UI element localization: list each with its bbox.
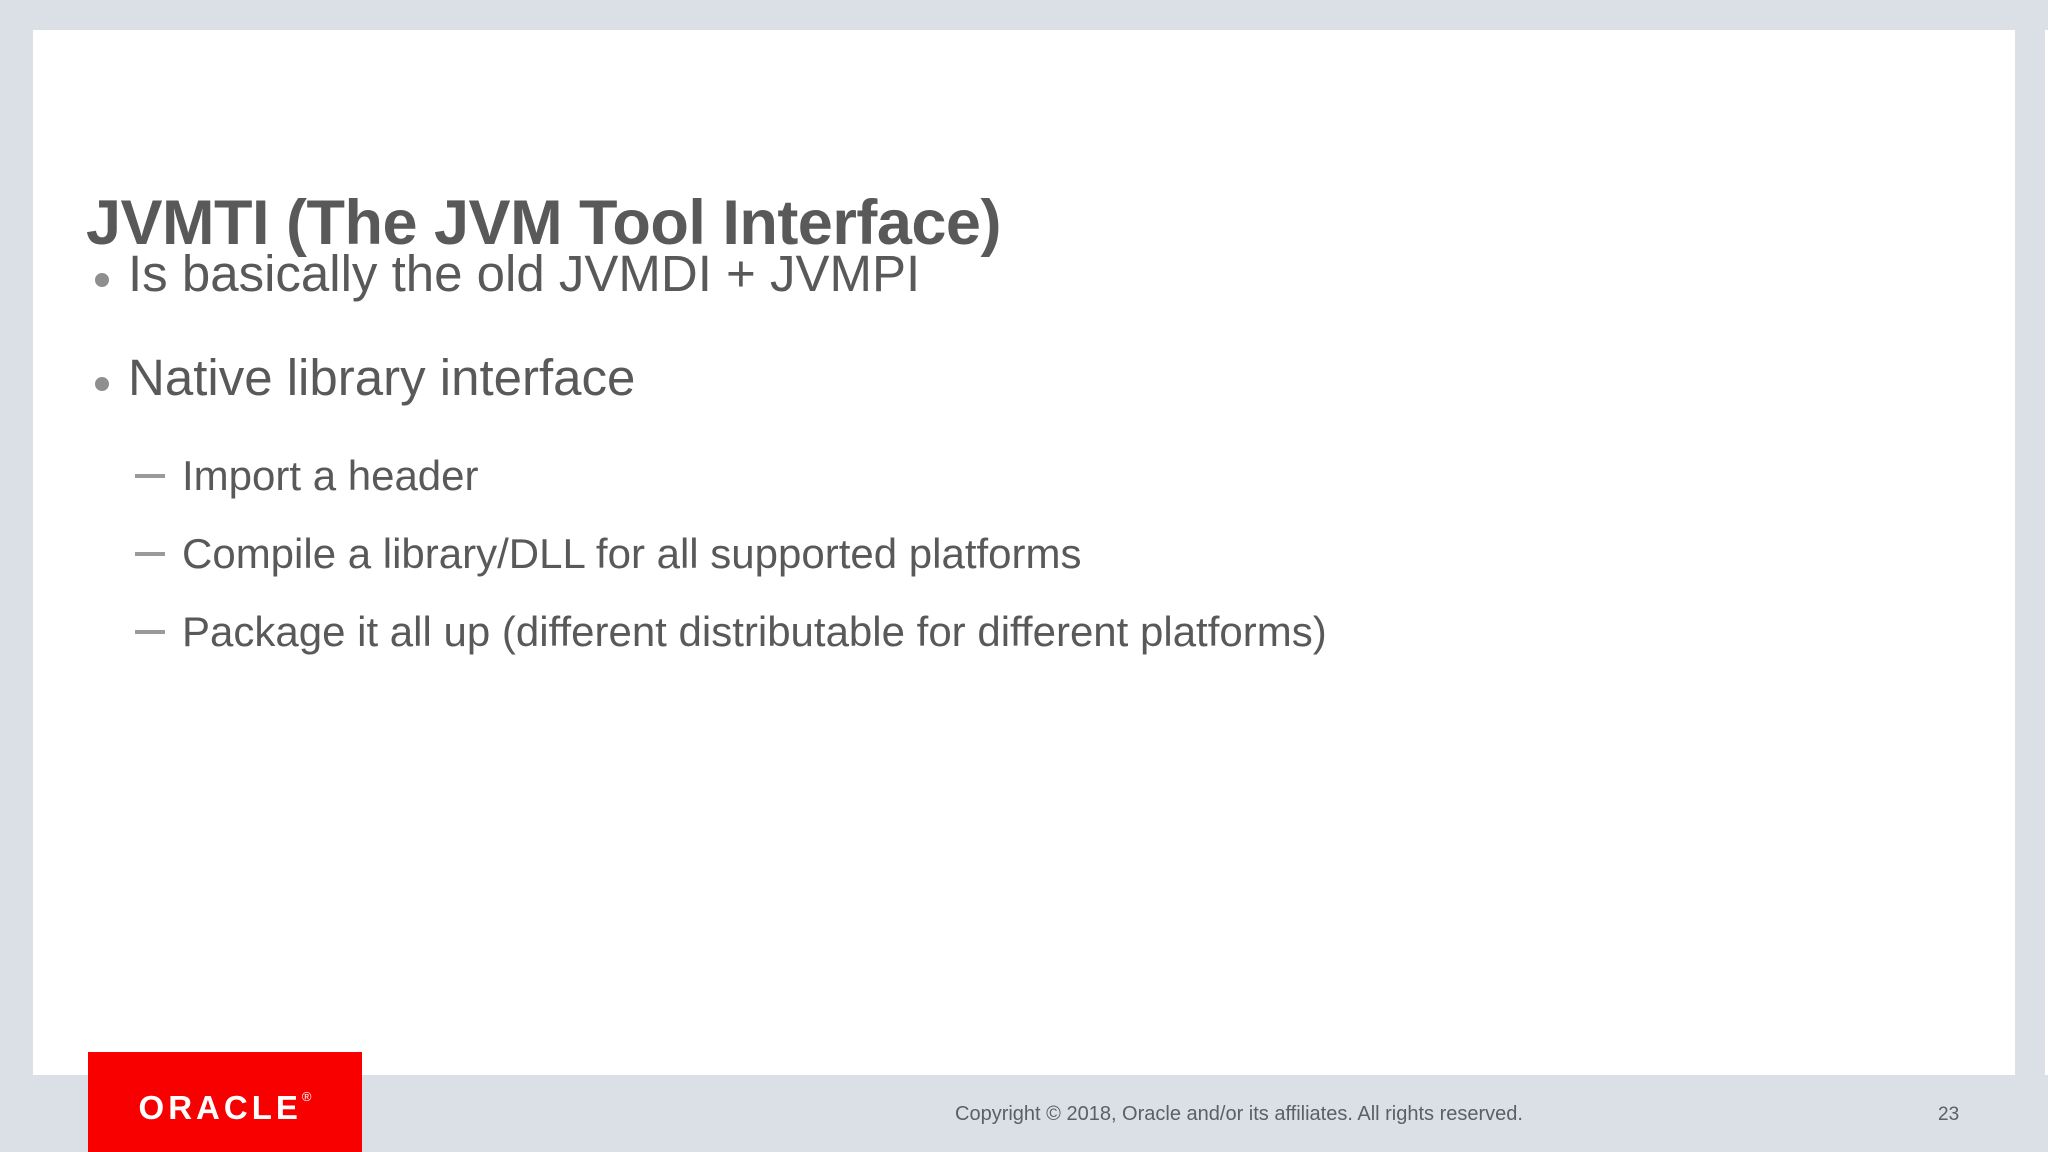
oracle-logo-text: ORACLE®	[138, 1089, 312, 1126]
sub-bullet-text: Import a header	[182, 452, 479, 499]
slide-canvas	[33, 30, 2015, 1075]
sub-bullet-item: Compile a library/DLL for all supported …	[135, 526, 1988, 582]
dash-icon	[135, 526, 182, 556]
dash-icon	[135, 604, 182, 634]
bullet-dot-icon	[95, 240, 128, 287]
slide-page-number: 23	[1938, 1104, 1960, 1125]
dash-icon	[135, 448, 182, 478]
sub-bullet-item: Package it all up (different distributab…	[135, 604, 1988, 660]
copyright-notice: Copyright © 2018, Oracle and/or its affi…	[955, 1103, 1523, 1125]
registered-trademark-icon: ®	[301, 1089, 312, 1104]
sub-bullet-item: Import a header	[135, 448, 1988, 504]
bullet-item: Is basically the old JVMDI + JVMPI	[95, 240, 1988, 308]
oracle-logo: ORACLE®	[88, 1052, 362, 1152]
bullet-text: Native library interface	[128, 349, 636, 406]
slide-title: JVMTI (The JVM Tool Interface)	[86, 188, 1001, 259]
bullet-dot-icon	[95, 344, 128, 391]
next-slide-edge	[2045, 30, 2048, 1075]
sub-bullet-text: Package it all up (different distributab…	[182, 608, 1327, 655]
slide-body: Is basically the old JVMDI + JVMPI Nativ…	[95, 240, 1988, 682]
sub-bullet-list: Import a header Compile a library/DLL fo…	[135, 448, 1988, 660]
bullet-item: Native library interface	[95, 344, 1988, 412]
bullet-text: Is basically the old JVMDI + JVMPI	[128, 245, 921, 302]
sub-bullet-text: Compile a library/DLL for all supported …	[182, 530, 1082, 577]
